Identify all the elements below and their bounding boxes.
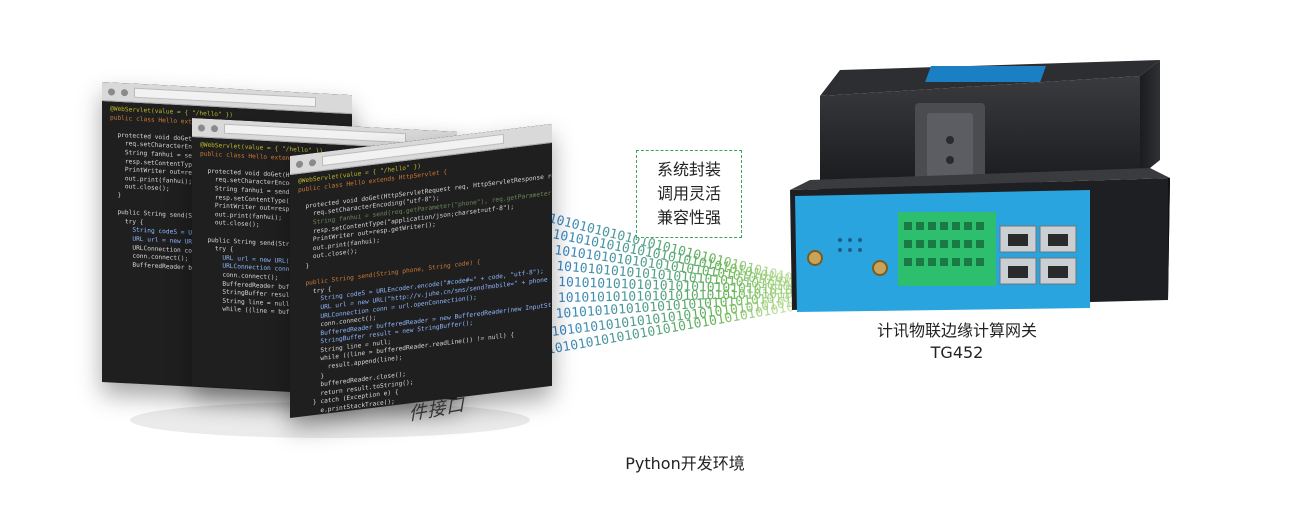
antenna-connector — [872, 260, 888, 276]
feature-item: 兼容性强 — [656, 208, 721, 227]
gateway-device — [790, 60, 1170, 312]
feature-item: 系统封装 — [656, 160, 721, 179]
device-model: TG452 — [930, 343, 984, 362]
feature-box: 系统封装 调用灵活 兼容性强 — [636, 150, 742, 238]
python-env-caption: Python开发环境 — [625, 454, 745, 473]
antenna-connector — [807, 250, 823, 266]
feature-item: 调用灵活 — [656, 184, 721, 203]
device-name: 计讯物联边缘计算网关 — [876, 321, 1037, 340]
code-screen-front: @WebServlet(value = { "/hello" }) public… — [290, 123, 552, 418]
device-caption: 计讯物联边缘计算网关 TG452 — [842, 320, 1072, 364]
ethernet-ports — [999, 225, 1077, 285]
